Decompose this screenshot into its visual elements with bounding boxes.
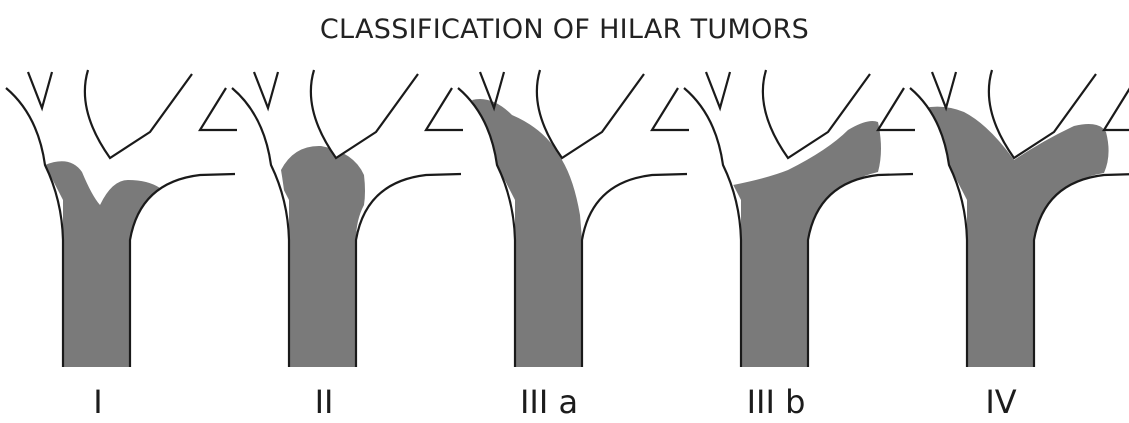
panel-type-1 bbox=[6, 70, 237, 367]
panel-label-type-3b: III b bbox=[747, 383, 806, 421]
panel-label-type-1: I bbox=[93, 383, 102, 421]
panel-type-4 bbox=[910, 70, 1129, 367]
tumor-region-type-4 bbox=[924, 107, 1109, 367]
tumor-region-type-2 bbox=[281, 146, 365, 367]
panel-type-2 bbox=[232, 70, 463, 367]
panel-label-type-2: II bbox=[315, 383, 334, 421]
panel-label-type-4: IV bbox=[985, 383, 1016, 421]
panel-type-3b bbox=[684, 70, 915, 367]
panel-type-3a bbox=[458, 70, 689, 367]
tumor-region-type-3a bbox=[472, 99, 582, 367]
panel-label-type-3a: III a bbox=[520, 383, 578, 421]
